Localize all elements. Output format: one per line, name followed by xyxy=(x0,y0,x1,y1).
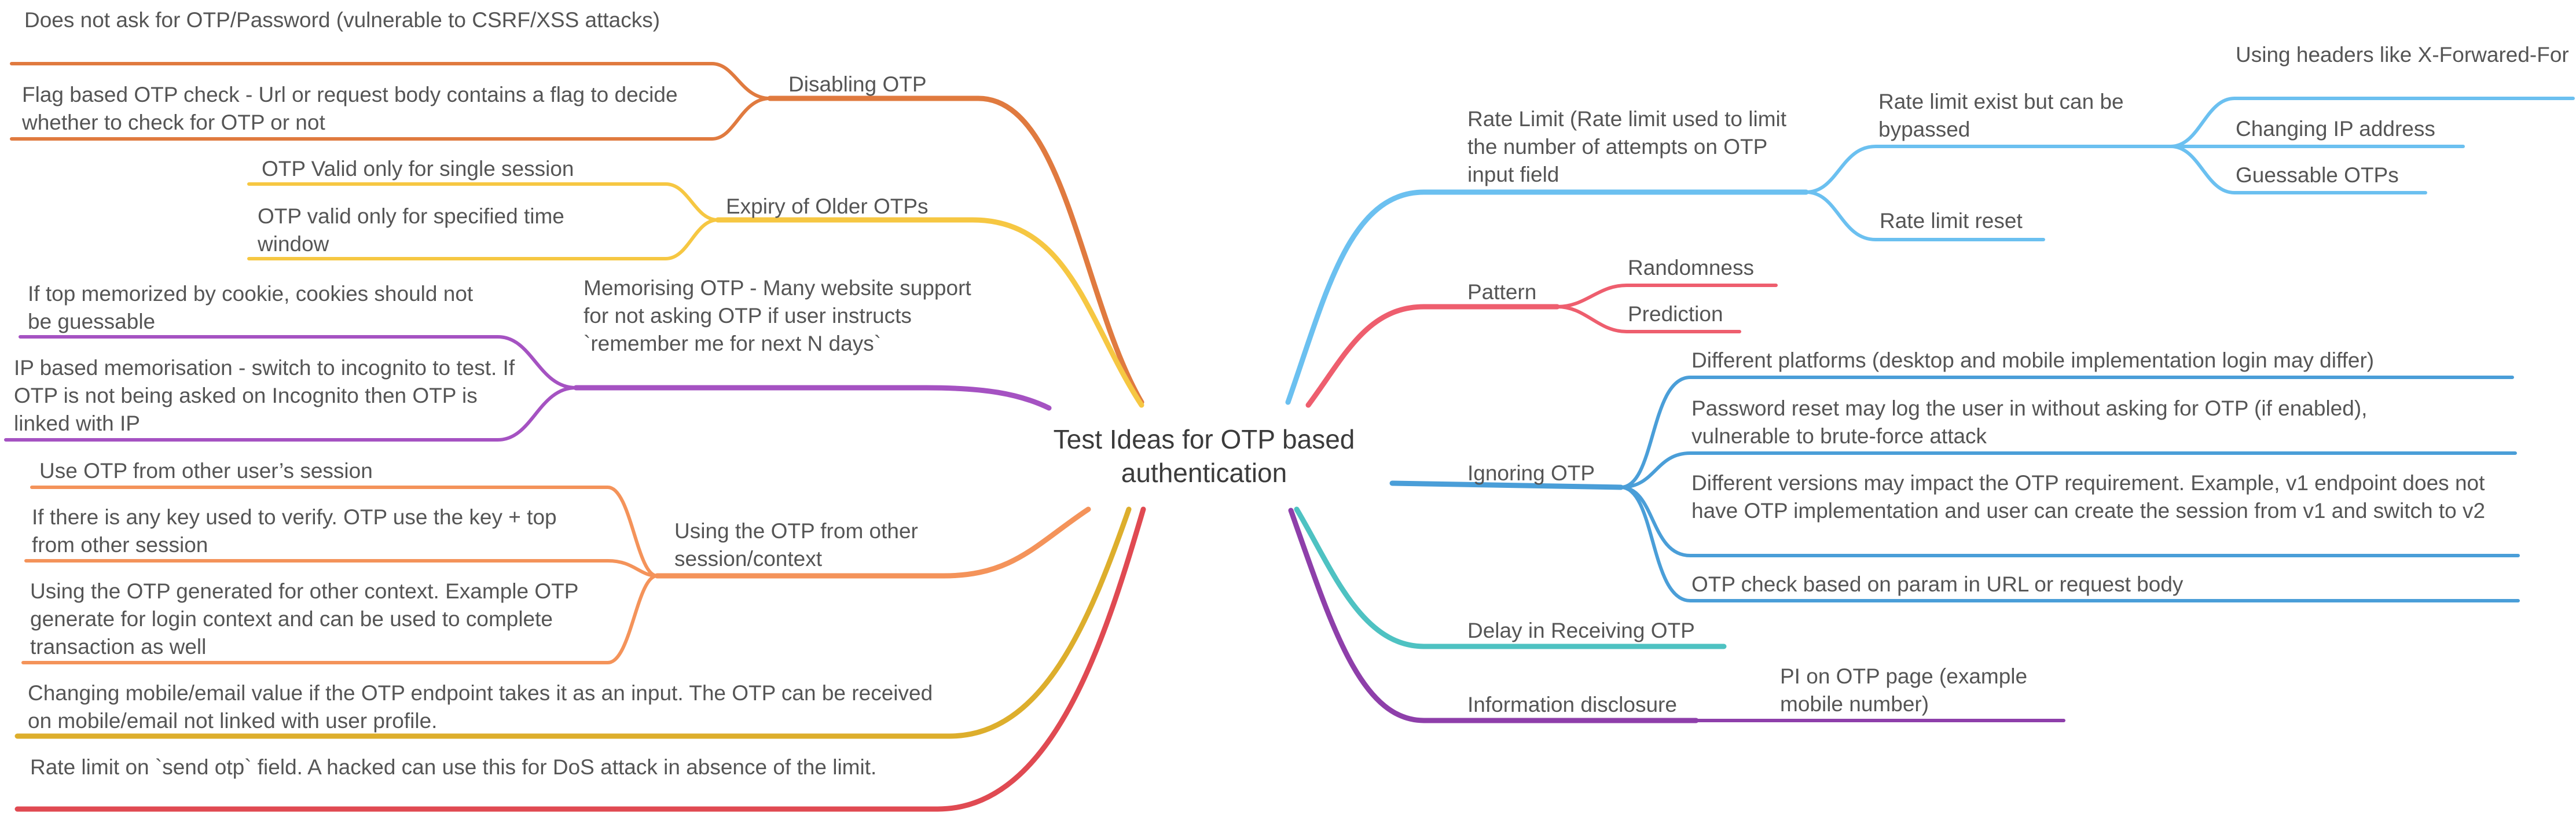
link-root-pattern xyxy=(1305,304,1560,408)
topic-rate-limit[interactable]: Rate Limit (Rate limit used to limit the… xyxy=(1467,107,1787,186)
leaf-randomness[interactable]: Randomness xyxy=(1628,256,1755,280)
link-root-ratesend xyxy=(14,506,1146,812)
leaf-pi-on-otp-page[interactable]: PI on OTP page (example mobile number) xyxy=(1780,664,2028,716)
link-root-info xyxy=(1288,508,1699,723)
topic-changing-mobile-email[interactable]: Changing mobile/email value if the OTP e… xyxy=(28,681,933,733)
leaf-password-reset-brute-force[interactable]: Password reset may log the user in witho… xyxy=(1691,396,2368,448)
leaf-different-platforms[interactable]: Different platforms (desktop and mobile … xyxy=(1691,348,2375,372)
leaf-different-versions[interactable]: Different versions may impact the OTP re… xyxy=(1691,471,2486,523)
link-memorising-child1 xyxy=(19,335,578,389)
link-ignoring-child2 xyxy=(1619,451,2517,489)
leaf-x-forwarded-for[interactable]: Using headers like X-Forwared-For xyxy=(2236,43,2569,67)
subtopic-time-window[interactable]: OTP valid only for specified time window xyxy=(258,204,564,256)
topic-pattern[interactable]: Pattern xyxy=(1467,280,1537,304)
topic-ignoring-otp[interactable]: Ignoring OTP xyxy=(1467,461,1595,485)
leaf-prediction[interactable]: Prediction xyxy=(1628,302,1723,326)
subtopic-other-context[interactable]: Using the OTP generated for other contex… xyxy=(30,579,578,659)
subtopic-rate-limit-bypassed[interactable]: Rate limit exist but can be bypassed xyxy=(1878,90,2124,141)
subtopic-key-plus-otp[interactable]: If there is any key used to verify. OTP … xyxy=(32,505,557,557)
link-pattern-prediction xyxy=(1555,305,1741,333)
topic-memorising-otp[interactable]: Memorising OTP - Many website support fo… xyxy=(584,276,971,355)
topic-rate-limit-send-otp[interactable]: Rate limit on `send otp` field. A hacked… xyxy=(30,755,877,779)
link-using-child1 xyxy=(30,486,659,578)
leaf-otp-param-url[interactable]: OTP check based on param in URL or reque… xyxy=(1691,572,2184,596)
link-expiry-child2 xyxy=(247,218,720,260)
link-root-delay xyxy=(1294,506,1727,649)
link-root-disabling xyxy=(767,95,1144,405)
link-root-changing xyxy=(14,506,1132,739)
link-ratelimit-bypass xyxy=(1804,145,2173,194)
link-ratelimit-reset xyxy=(1804,190,2045,241)
subtopic-single-session[interactable]: OTP Valid only for single session xyxy=(262,157,574,181)
link-root-ratelimit xyxy=(1285,189,1809,405)
link-using-child2 xyxy=(24,559,659,578)
link-disabling-child2 xyxy=(10,97,772,141)
leaf-guessable-otps[interactable]: Guessable OTPs xyxy=(2236,163,2399,187)
subtopic-rate-limit-reset[interactable]: Rate limit reset xyxy=(1880,209,2023,233)
link-bypass-headers xyxy=(2169,97,2575,148)
link-root-expiry xyxy=(715,217,1144,408)
leaf-changing-ip[interactable]: Changing IP address xyxy=(2236,117,2435,141)
topic-information-disclosure[interactable]: Information disclosure xyxy=(1467,693,1677,716)
link-pattern-randomness xyxy=(1555,284,1778,308)
link-root-memorising xyxy=(573,385,1052,411)
link-expiry-child1 xyxy=(247,182,720,222)
link-root-ignoring xyxy=(1389,480,1624,490)
link-ignoring-child1 xyxy=(1619,376,2514,489)
subtopic-cookie-guessable[interactable]: If top memorized by cookie, cookies shou… xyxy=(28,282,474,333)
link-using-child3 xyxy=(21,574,659,664)
topic-expiry-older-otps[interactable]: Expiry of Older OTPs xyxy=(726,194,929,218)
subtopic-flag-based-otp[interactable]: Flag based OTP check - Url or request bo… xyxy=(22,83,678,134)
link-ignoring-child4 xyxy=(1619,486,2520,602)
link-bypass-guess xyxy=(2169,145,2427,194)
topic-disabling-otp[interactable]: Disabling OTP xyxy=(788,72,927,96)
link-memorising-child2 xyxy=(4,386,578,442)
subtopic-ip-memorisation[interactable]: IP based memorisation - switch to incogn… xyxy=(14,356,515,435)
link-root-using xyxy=(654,506,1091,579)
subtopic-no-otp-csrf-xss[interactable]: Does not ask for OTP/Password (vulnerabl… xyxy=(24,8,660,32)
topic-using-otp-other-session[interactable]: Using the OTP from other session/context xyxy=(674,519,918,571)
topic-delay-receiving-otp[interactable]: Delay in Receiving OTP xyxy=(1467,619,1695,642)
root-topic[interactable]: Test Ideas for OTP based authentication xyxy=(1053,424,1355,488)
link-disabling-child1 xyxy=(10,62,772,100)
subtopic-other-users-session[interactable]: Use OTP from other user’s session xyxy=(39,459,373,483)
